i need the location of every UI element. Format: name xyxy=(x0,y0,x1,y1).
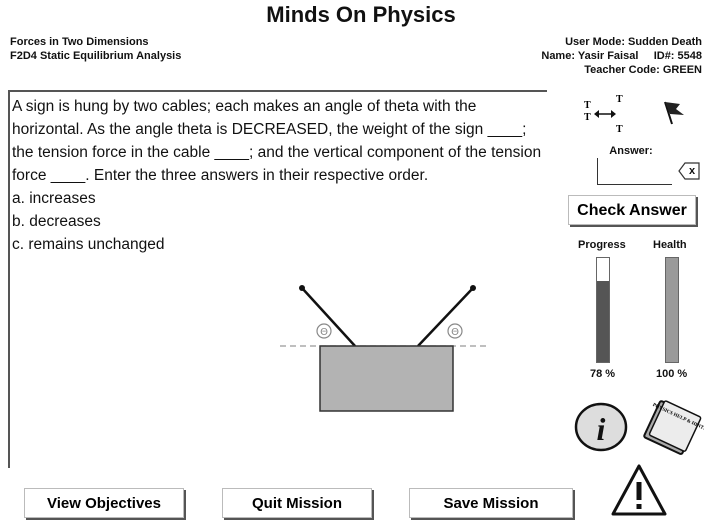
svg-text:i: i xyxy=(597,411,606,447)
progress-value: 78 % xyxy=(590,368,616,380)
backspace-label: x xyxy=(688,165,696,177)
progress-fill xyxy=(597,280,609,362)
question-panel xyxy=(8,90,547,468)
left-cable xyxy=(301,287,356,347)
quit-mission-button[interactable]: Quit Mission xyxy=(222,488,372,518)
left-anchor xyxy=(299,285,305,291)
progress-label: Progress xyxy=(578,239,626,251)
answer-label: Answer: xyxy=(609,145,653,157)
health-fill xyxy=(666,258,678,362)
health-bar xyxy=(665,257,679,363)
svg-text:T: T xyxy=(584,112,591,123)
left-theta-icon: Θ xyxy=(316,323,332,339)
right-theta-icon: Θ xyxy=(447,323,463,339)
question-text: A sign is hung by two cables; each makes… xyxy=(12,98,542,184)
progress-bar xyxy=(596,257,610,363)
user-mode: User Mode: Sudden Death xyxy=(565,36,702,48)
physics-help-book-icon[interactable]: PHYSICS HELP & HINTS xyxy=(640,398,704,458)
answer-input[interactable] xyxy=(597,158,672,185)
right-cable xyxy=(417,287,474,347)
user-id: ID#: 5548 xyxy=(653,50,702,62)
sign-diagram: Θ Θ xyxy=(280,285,488,412)
flag-icon[interactable] xyxy=(660,98,688,126)
check-answer-button[interactable]: Check Answer xyxy=(568,195,696,225)
teacher-code: Teacher Code: GREEN xyxy=(584,64,702,76)
name-id-row: Name: Yasir Faisal ID#: 5548 xyxy=(541,49,702,63)
user-name: Name: Yasir Faisal xyxy=(541,50,639,62)
svg-text:T: T xyxy=(616,94,623,105)
option-a: a. increases xyxy=(12,190,96,207)
health-value: 100 % xyxy=(656,368,688,380)
option-b: b. decreases xyxy=(12,213,101,230)
info-icon[interactable]: i xyxy=(572,400,630,454)
save-mission-button[interactable]: Save Mission xyxy=(409,488,573,518)
sign-box xyxy=(319,345,454,412)
view-objectives-button[interactable]: View Objectives xyxy=(24,488,184,518)
svg-text:T: T xyxy=(584,100,591,111)
warning-icon[interactable] xyxy=(610,462,668,518)
backspace-icon[interactable] xyxy=(678,162,700,180)
app-title: Minds On Physics xyxy=(266,2,456,27)
right-theta-label: Θ xyxy=(451,327,459,338)
lesson-info: Forces in Two Dimensions F2D4 Static Equ… xyxy=(10,35,181,63)
left-theta-label: Θ xyxy=(320,327,328,338)
tension-swap-icon[interactable]: T T T T xyxy=(582,92,628,134)
svg-text:T: T xyxy=(616,124,623,134)
module-name: F2D4 Static Equilibrium Analysis xyxy=(10,50,182,62)
user-info: User Mode: Sudden Death Name: Yasir Fais… xyxy=(541,35,702,77)
health-label: Health xyxy=(653,239,687,251)
option-c: c. remains unchanged xyxy=(12,236,165,253)
right-anchor xyxy=(470,285,476,291)
question-area: A sign is hung by two cables; each makes… xyxy=(12,95,542,256)
course-name: Forces in Two Dimensions xyxy=(10,36,149,48)
